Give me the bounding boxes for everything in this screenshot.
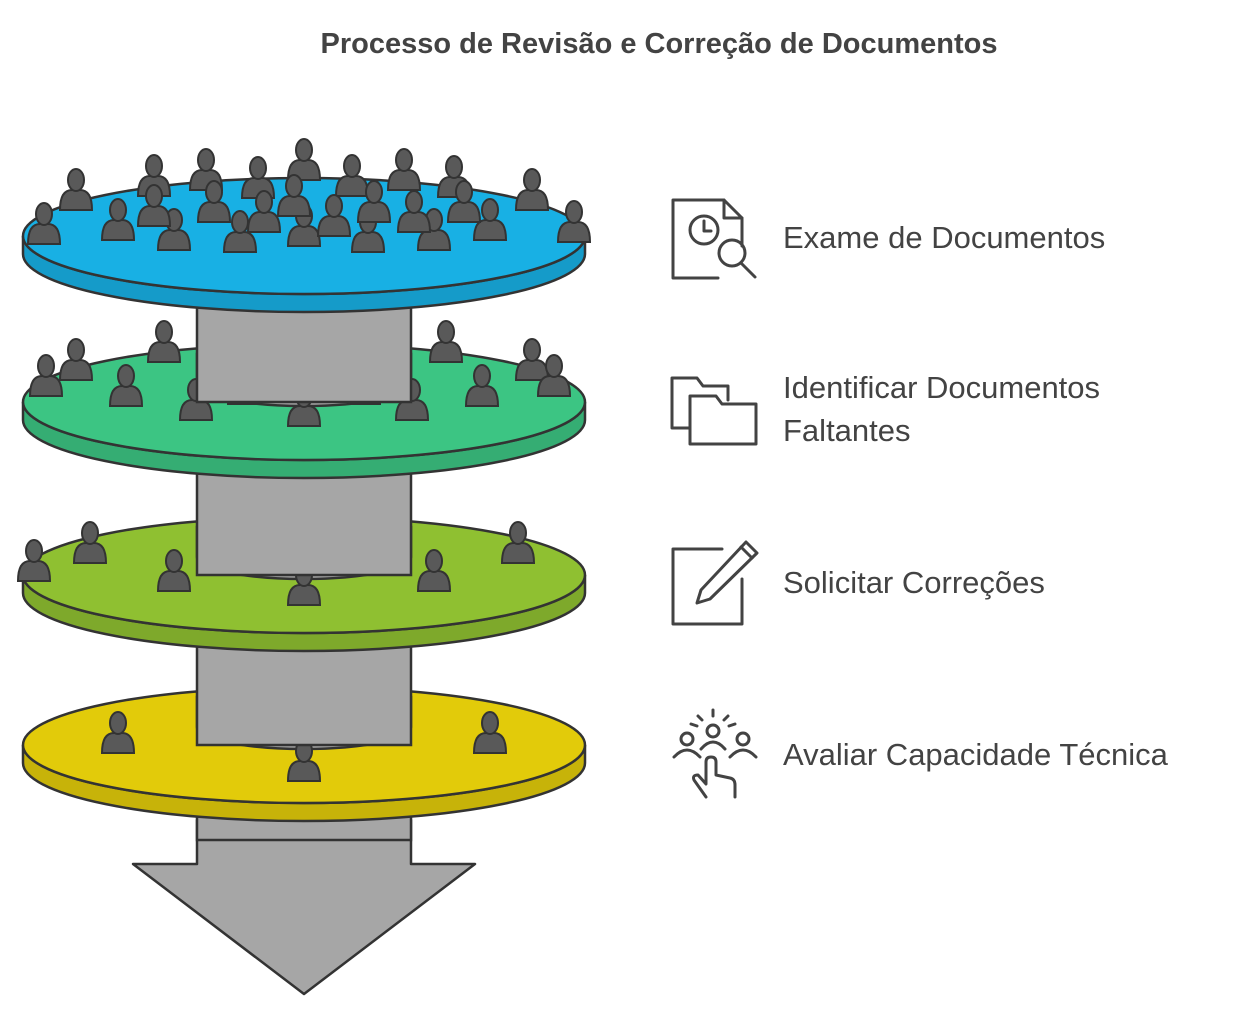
person-icon bbox=[396, 190, 432, 233]
person-icon bbox=[240, 156, 276, 199]
person-icon bbox=[136, 184, 172, 227]
person-icon bbox=[536, 354, 572, 397]
person-icon bbox=[188, 148, 224, 191]
person-icon bbox=[464, 364, 500, 407]
arrow-head bbox=[131, 818, 477, 996]
person-icon bbox=[276, 174, 312, 217]
person-icon bbox=[108, 364, 144, 407]
person-icon bbox=[500, 521, 536, 564]
person-icon bbox=[428, 320, 464, 363]
person-icon bbox=[472, 711, 508, 754]
person-icon bbox=[286, 739, 322, 782]
people-group bbox=[100, 711, 508, 782]
funnel-stack bbox=[16, 138, 592, 996]
person-icon bbox=[286, 204, 322, 247]
team-pointer-icon bbox=[672, 708, 758, 799]
document-search-icon bbox=[671, 198, 757, 280]
stage-label-exame: Exame de Documentos bbox=[783, 220, 1105, 255]
person-icon bbox=[316, 194, 352, 237]
person-icon bbox=[246, 190, 282, 233]
person-icon bbox=[556, 200, 592, 243]
folders-icon bbox=[670, 376, 758, 446]
person-icon bbox=[386, 148, 422, 191]
person-icon bbox=[286, 138, 322, 181]
stage-label-avaliar: Avaliar Capacidade Técnica bbox=[783, 737, 1169, 772]
person-icon bbox=[58, 168, 94, 211]
person-icon bbox=[26, 202, 62, 245]
person-icon bbox=[156, 549, 192, 592]
person-icon bbox=[514, 168, 550, 211]
person-icon bbox=[472, 198, 508, 241]
diagram-title: Processo de Revisão e Correção de Docume… bbox=[321, 28, 998, 60]
person-icon bbox=[334, 154, 370, 197]
person-icon bbox=[146, 320, 182, 363]
stage-disk-1 bbox=[21, 138, 592, 404]
person-icon bbox=[196, 180, 232, 223]
person-icon bbox=[16, 539, 52, 582]
person-icon bbox=[28, 354, 64, 397]
stage-label-solicitar: Solicitar Correções bbox=[783, 565, 1045, 600]
person-icon bbox=[416, 549, 452, 592]
edit-pencil-icon bbox=[671, 540, 759, 626]
people-group bbox=[26, 138, 592, 253]
person-icon bbox=[514, 338, 550, 381]
person-icon bbox=[58, 338, 94, 381]
person-icon bbox=[100, 711, 136, 754]
person-icon bbox=[446, 180, 482, 223]
people-group bbox=[16, 521, 536, 606]
person-icon bbox=[100, 198, 136, 241]
person-icon bbox=[72, 521, 108, 564]
person-icon bbox=[356, 180, 392, 223]
